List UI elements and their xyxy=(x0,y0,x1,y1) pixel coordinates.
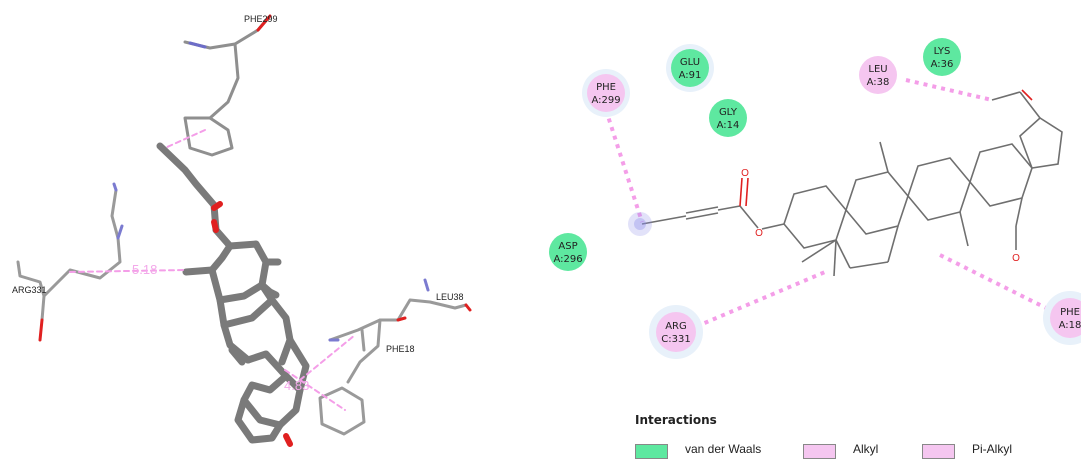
label-phe18-3d: PHE18 xyxy=(386,344,415,354)
atom-oxygen-carbonyl: O xyxy=(741,168,749,179)
nitrogen-core xyxy=(634,218,646,230)
residue-phe299-sticks xyxy=(183,16,270,157)
nitrogen-highlight xyxy=(628,212,652,236)
residue-leu-a38[interactable]: LEU A:38 xyxy=(859,56,897,94)
svg-text:ARG: ARG xyxy=(665,321,687,332)
legend-swatch-pi-alkyl xyxy=(922,444,955,459)
svg-text:A:296: A:296 xyxy=(553,254,582,265)
legend-item-van-der-waals: van der Waals xyxy=(635,441,795,459)
svg-text:C:331: C:331 xyxy=(661,334,690,345)
residue-arg-c331[interactable]: ARG C:331 xyxy=(649,305,703,359)
svg-text:GLY: GLY xyxy=(719,107,738,118)
leu38-oxygens xyxy=(396,303,472,322)
distance-label-1: 5.18 xyxy=(132,262,157,277)
legend-label-vdw: van der Waals xyxy=(685,442,762,456)
arg331-nitrogens xyxy=(112,182,124,240)
label-leu38-3d: LEU38 xyxy=(436,292,464,302)
3d-interaction-view[interactable]: PHE299 ARG331 LEU38 PHE18 5.18 4.83 xyxy=(0,0,540,459)
svg-text:PHE: PHE xyxy=(596,82,616,93)
svg-text:A:38: A:38 xyxy=(867,77,890,88)
svg-text:PHE: PHE xyxy=(1060,307,1080,318)
2d-interaction-diagram[interactable]: O O O PHE A:299 GLU A:91 GLY A:14 LEU A:… xyxy=(540,0,1081,459)
label-phe299-3d: PHE299 xyxy=(244,14,278,24)
svg-text:A:14: A:14 xyxy=(717,120,740,131)
interaction-lines-3d xyxy=(69,129,356,411)
interaction-lines-2d xyxy=(604,78,1061,332)
residue-phe-a299[interactable]: PHE A:299 xyxy=(582,69,630,117)
arg331-oxygen xyxy=(38,318,44,342)
atom-oxygen-hydroxyl: O xyxy=(1012,253,1020,264)
legend-label-pi-alkyl: Pi-Alkyl xyxy=(972,442,1013,456)
atom-oxygen-ester: O xyxy=(755,228,763,239)
phe299-oxygen xyxy=(256,14,272,32)
ligand-2d-oxygen-bonds xyxy=(739,89,1033,207)
residue-arg331-sticks xyxy=(16,188,122,322)
legend-item-alkyl: Alkyl xyxy=(803,441,903,459)
svg-text:A:36: A:36 xyxy=(931,59,954,70)
label-arg331-3d: ARG331 xyxy=(12,285,47,295)
svg-text:ASP: ASP xyxy=(558,241,577,252)
interactions-legend: Interactions van der Waals Alkyl Pi-Alky… xyxy=(635,411,1081,459)
svg-text:LEU: LEU xyxy=(868,64,887,75)
residue-phe-a18[interactable]: PHE A:18 xyxy=(1043,291,1081,345)
legend-title: Interactions xyxy=(635,413,717,427)
ligand-oxygens-3d xyxy=(211,201,293,447)
legend-item-pi-alkyl: Pi-Alkyl xyxy=(922,441,1062,459)
legend-label-alkyl: Alkyl xyxy=(853,442,879,456)
svg-text:LYS: LYS xyxy=(934,46,951,57)
ligand-2d-skeleton xyxy=(641,91,1063,277)
residue-glu-a91[interactable]: GLU A:91 xyxy=(666,44,714,92)
2d-diagram-canvas[interactable]: O O O PHE A:299 GLU A:91 GLY A:14 LEU A:… xyxy=(540,0,1081,459)
svg-text:A:299: A:299 xyxy=(591,95,620,106)
svg-text:GLU: GLU xyxy=(680,57,700,68)
residue-gly-a14[interactable]: GLY A:14 xyxy=(709,99,747,137)
legend-swatch-alkyl xyxy=(803,444,836,459)
ligand-3d-sticks xyxy=(156,142,310,444)
svg-text:A:18: A:18 xyxy=(1059,320,1081,331)
residue-lys-a36[interactable]: LYS A:36 xyxy=(923,38,961,76)
svg-text:A:91: A:91 xyxy=(679,70,702,81)
phe299-nitrogen xyxy=(188,41,207,49)
residue-asp-a296[interactable]: ASP A:296 xyxy=(549,233,587,271)
legend-swatch-vdw xyxy=(635,444,668,459)
residue-leu38-sticks xyxy=(318,298,468,436)
leu38-nitrogens xyxy=(328,278,430,342)
3d-structure-canvas[interactable]: PHE299 ARG331 LEU38 PHE18 5.18 4.83 xyxy=(0,0,540,459)
distance-label-2: 4.83 xyxy=(284,378,309,393)
